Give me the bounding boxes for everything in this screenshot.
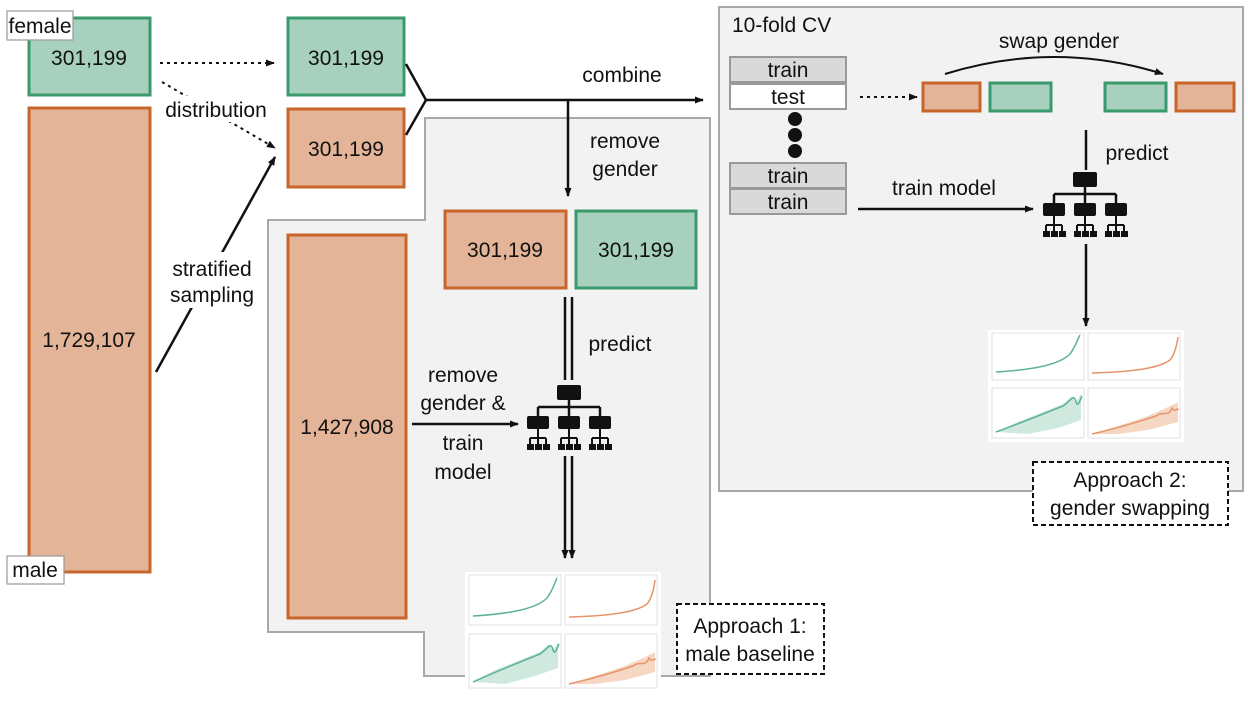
train-label-a1-line2: gender & bbox=[420, 392, 505, 415]
fold-train-3 bbox=[729, 188, 847, 215]
male-total-box bbox=[27, 106, 152, 574]
swap-after-male bbox=[1174, 81, 1236, 113]
male-rest-value: 1,427,908 bbox=[300, 416, 393, 439]
result-plots-thumbnail-a1 bbox=[465, 572, 661, 692]
stratified-label-line1: stratified bbox=[172, 258, 251, 281]
female-sample-value: 301,199 bbox=[308, 47, 384, 70]
ellipsis-dot-2 bbox=[788, 128, 802, 142]
swap-before-male bbox=[921, 81, 982, 113]
male-removed-box bbox=[443, 209, 568, 290]
train-label-a1-line4: model bbox=[434, 461, 491, 484]
train-label-a1-line3: train bbox=[443, 432, 484, 455]
male-sample-box bbox=[286, 107, 406, 189]
female-total-value: 301,199 bbox=[51, 47, 127, 70]
swap-gender-label: swap gender bbox=[999, 30, 1119, 53]
combine-merge-lines bbox=[404, 63, 428, 136]
swap-gender-arrow bbox=[944, 56, 1164, 76]
fold-test bbox=[729, 83, 847, 110]
stratified-label-line2: sampling bbox=[170, 284, 254, 307]
remove-gender-label-line1: remove bbox=[590, 130, 660, 153]
fold-train-2-label: train bbox=[768, 165, 809, 188]
female-sample-box bbox=[286, 16, 406, 97]
male-sample-value: 301,199 bbox=[308, 138, 384, 161]
female-total-box bbox=[27, 16, 152, 97]
female-label: female bbox=[8, 15, 71, 38]
distribution-label: distribution bbox=[165, 99, 267, 122]
train-label-a1-line1: remove bbox=[428, 364, 498, 387]
approach1-label-box bbox=[676, 603, 825, 675]
cv-title: 10-fold CV bbox=[732, 14, 831, 37]
fold-test-label: test bbox=[771, 86, 805, 109]
predict-label-a1: predict bbox=[588, 333, 651, 356]
fold-train-1 bbox=[729, 56, 847, 83]
female-removed-box bbox=[574, 209, 698, 290]
male-total-value: 1,729,107 bbox=[42, 329, 135, 352]
approach2-label-line1: Approach 2: bbox=[1073, 469, 1186, 492]
swap-after-female bbox=[1103, 81, 1168, 113]
female-tag bbox=[6, 10, 74, 41]
fold-train-2 bbox=[729, 162, 847, 189]
fold-train-3-label: train bbox=[768, 191, 809, 214]
male-label: male bbox=[12, 559, 58, 582]
ellipsis-dot-1 bbox=[788, 112, 802, 126]
predict-label-a2: predict bbox=[1105, 142, 1168, 165]
approach2-label-line2: gender swapping bbox=[1050, 497, 1210, 520]
swap-before-female bbox=[988, 81, 1053, 113]
train-model-label-a2: train model bbox=[892, 177, 996, 200]
male-rest-box bbox=[286, 233, 408, 620]
result-plots-thumbnail-a2 bbox=[988, 330, 1184, 442]
remove-gender-label-line2: gender bbox=[592, 158, 657, 181]
male-tag bbox=[6, 555, 65, 585]
female-removed-value: 301,199 bbox=[598, 239, 674, 262]
male-removed-value: 301,199 bbox=[467, 239, 543, 262]
fold-train-1-label: train bbox=[768, 59, 809, 82]
approach1-label-line1: Approach 1: bbox=[693, 615, 806, 638]
ellipsis-dot-3 bbox=[788, 144, 802, 158]
combine-label: combine bbox=[582, 64, 661, 87]
approach1-label-line2: male baseline bbox=[685, 643, 815, 666]
approach2-label-box bbox=[1032, 461, 1229, 526]
